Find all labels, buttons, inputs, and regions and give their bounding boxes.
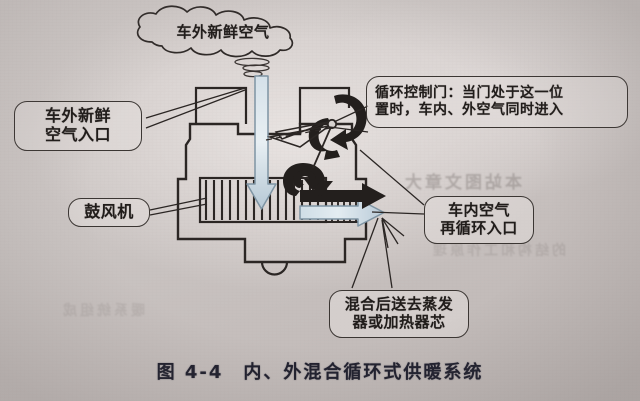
air-turn-curved-arrow-lower	[283, 163, 333, 197]
to-evaporator-line1: 混合后送去蒸发	[344, 295, 454, 314]
air-swirl-puffs	[234, 57, 270, 78]
fresh-air-inlet-line1: 车外新鲜	[44, 106, 111, 126]
damper-rotation-arrow	[330, 94, 367, 150]
callout-recirculation-control-door: 循环控制门：当门处于这一位 置时，车内、外空气同时进入	[366, 76, 628, 128]
recirc-door-line2: 置时，车内、外空气同时进入	[375, 102, 564, 118]
outside-air-cloud	[136, 5, 294, 58]
callout-cabin-recirculation-inlet: 车内空气 再循环入口	[424, 196, 534, 244]
recirculation-control-door	[265, 118, 338, 169]
recirculated-air-straight-arrow	[300, 183, 386, 209]
callout-to-evaporator: 混合后送去蒸发 器或加热器芯	[329, 290, 469, 338]
blower-label-text: 鼓风机	[84, 202, 134, 222]
callout-blower: 鼓风机	[68, 198, 150, 227]
cabin-recirc-inlet-line2: 再循环入口	[440, 219, 518, 237]
to-evaporator-line2: 器或加热器芯	[352, 313, 446, 331]
blower-motor-housing	[260, 261, 289, 276]
fresh-air-intake-duct	[194, 86, 248, 124]
fresh-air-flow-arrow	[246, 75, 277, 210]
figure-caption: 图 4-4 内、外混合循环式供暖系统	[156, 362, 484, 383]
recirc-door-line1: 循环控制门：当门处于这一位	[375, 85, 564, 102]
callout-leader-lines	[145, 87, 425, 289]
callout-fresh-air-inlet: 车外新鲜 空气入口	[14, 101, 142, 151]
fresh-air-inlet-line2: 空气入口	[44, 125, 111, 144]
air-turn-curved-arrow-small	[293, 170, 322, 191]
callout-cloud-fresh-air: 车外新鲜空气	[160, 20, 286, 46]
cloud-fresh-air-text: 车外新鲜空气	[176, 23, 270, 42]
cabin-recirc-inlet-line1: 车内空气	[447, 201, 510, 220]
